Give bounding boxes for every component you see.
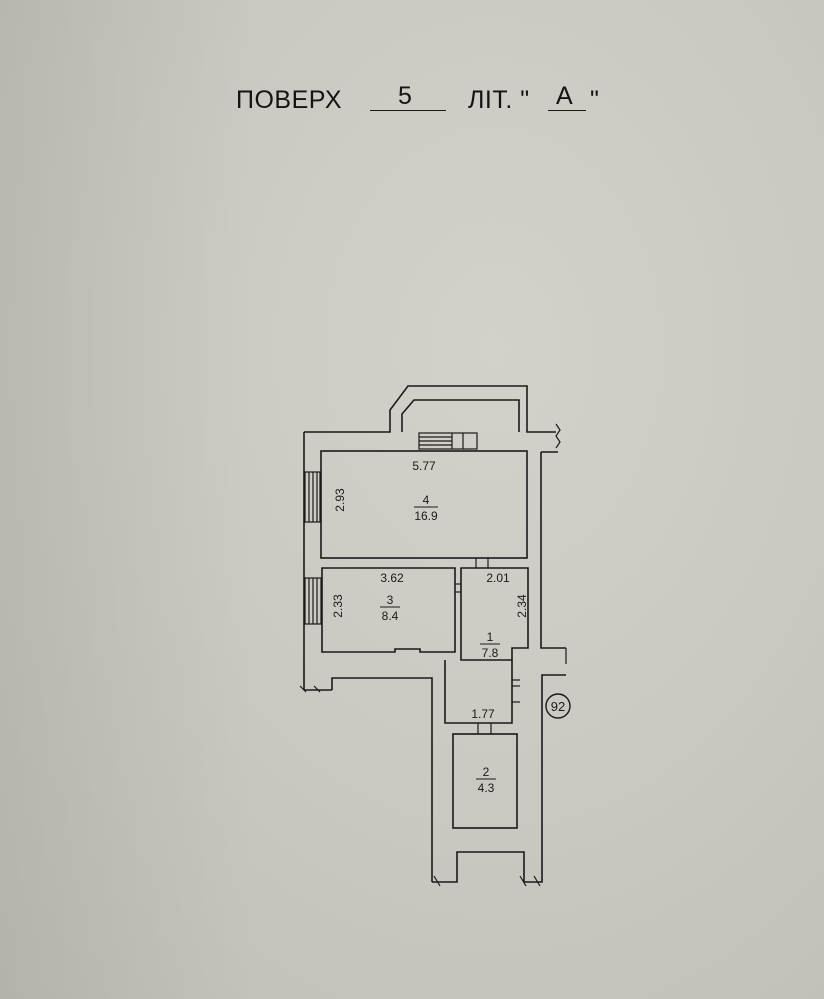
break-mark-top-right bbox=[555, 423, 561, 449]
room-3-width: 3.62 bbox=[380, 571, 404, 585]
room-4-area: 16.9 bbox=[414, 509, 438, 523]
letter-value: А bbox=[556, 82, 574, 110]
letter-close-quote: " bbox=[590, 86, 600, 114]
plan-walls bbox=[303, 385, 566, 883]
room-4-height: 2.93 bbox=[333, 488, 347, 512]
room-2-number: 2 bbox=[483, 765, 490, 779]
room-4-number: 4 bbox=[423, 493, 430, 507]
room-4-outline bbox=[320, 450, 528, 559]
room-1-width: 2.01 bbox=[486, 571, 510, 585]
room-1-area: 7.8 bbox=[482, 646, 499, 660]
floor-number-underline bbox=[370, 110, 446, 111]
room-1-outline bbox=[460, 567, 529, 661]
room-2-area: 4.3 bbox=[478, 781, 495, 795]
room-3-number: 3 bbox=[387, 593, 394, 607]
letter-value-underline bbox=[548, 110, 586, 111]
room-2-outline bbox=[452, 733, 518, 829]
room-4-width: 5.77 bbox=[412, 459, 436, 473]
room-1-number: 1 bbox=[487, 630, 494, 644]
building-number-circle bbox=[545, 693, 571, 719]
floor-number: 5 bbox=[398, 82, 413, 110]
floor-label: ПОВЕРХ bbox=[236, 86, 342, 114]
plan-openings bbox=[299, 423, 567, 887]
balcony-inner-outline bbox=[401, 399, 520, 432]
room-3-area: 8.4 bbox=[382, 609, 399, 623]
building-number: 92 bbox=[551, 699, 565, 714]
break-mark-bottom-left bbox=[299, 685, 321, 693]
room-2-width: 1.77 bbox=[471, 707, 495, 721]
floor-header: ПОВЕРХ 5 ЛІТ. " А " bbox=[0, 82, 824, 122]
room-3-outline bbox=[321, 567, 456, 653]
room-3-height: 2.33 bbox=[331, 594, 345, 618]
letter-label: ЛІТ. " bbox=[468, 86, 530, 114]
room-1-height: 2.34 bbox=[515, 594, 529, 618]
break-mark-bottom bbox=[433, 875, 541, 887]
